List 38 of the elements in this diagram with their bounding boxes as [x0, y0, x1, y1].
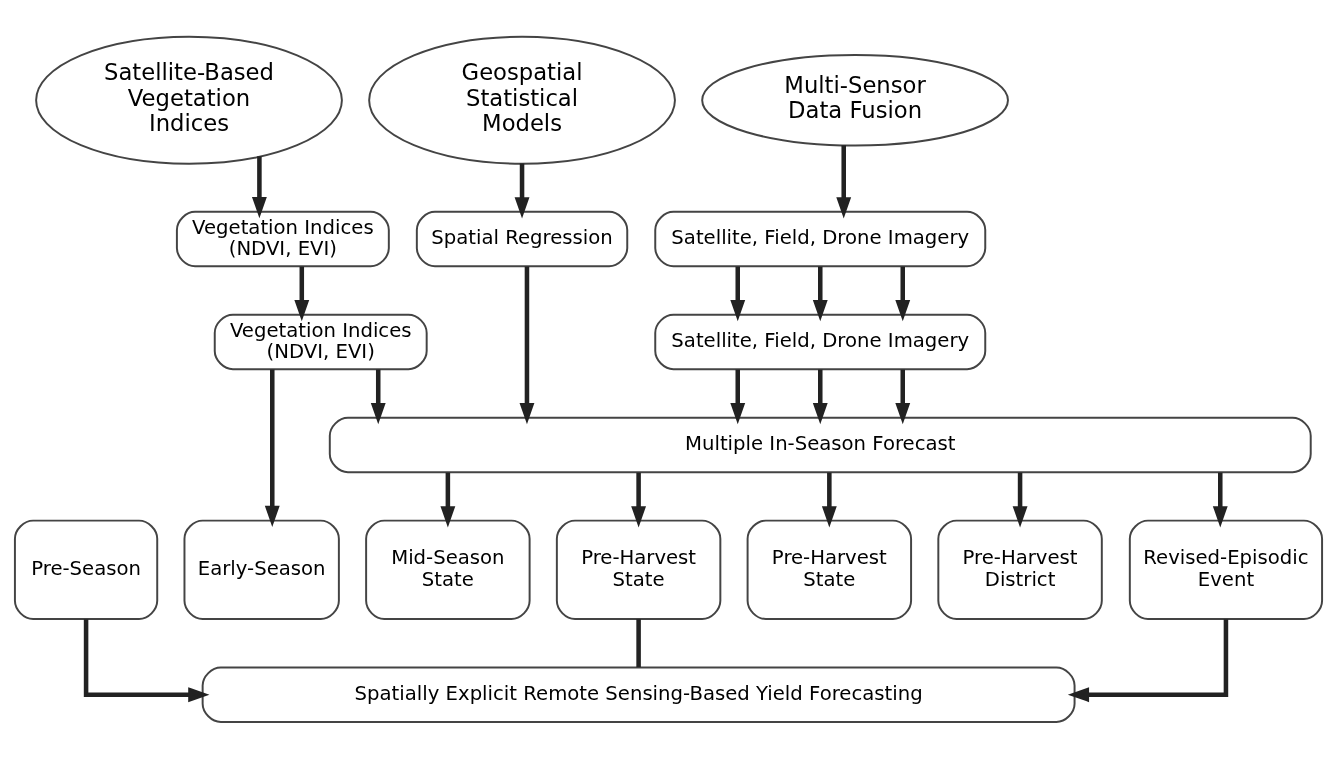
node-box: Vegetation Indices (NDVI, EVI)	[213, 313, 428, 370]
arrow	[1012, 472, 1028, 527]
arrow	[514, 163, 530, 218]
arrow	[370, 369, 386, 424]
arrow	[1067, 618, 1229, 702]
node-box: Pre-Harvest State	[555, 519, 722, 620]
arrow	[730, 266, 746, 321]
node-box: Spatially Explicit Remote Sensing-Based Yield Forecasting	[201, 665, 1076, 723]
node-box: Pre-Season	[13, 519, 159, 620]
node-ellipse: Satellite-Based Vegetation Indices	[35, 35, 343, 165]
arrow	[730, 369, 746, 424]
node-box: Satellite, Field, Drone Imagery	[654, 313, 987, 370]
arrow	[812, 369, 828, 424]
arrow	[1212, 472, 1228, 527]
arrow	[440, 472, 456, 527]
node-box: Pre-Harvest District	[937, 519, 1103, 620]
node-box: Satellite, Field, Drone Imagery	[654, 210, 987, 267]
node-ellipse: Multi-Sensor Data Fusion	[701, 53, 1009, 146]
node-box: Pre-Harvest State	[746, 519, 913, 620]
node-ellipse: Geospatial Statistical Models	[368, 35, 676, 165]
node-box: Revised-Episodic Event	[1128, 519, 1324, 620]
node-box: Multiple In-Season Forecast	[328, 416, 1312, 473]
arrow	[519, 265, 535, 424]
connector	[636, 618, 641, 667]
arrow	[895, 369, 911, 424]
node-box: Mid-Season State	[365, 519, 531, 620]
arrow	[812, 266, 828, 321]
arrow	[821, 472, 837, 527]
arrow	[631, 472, 647, 527]
arrow	[895, 266, 911, 321]
arrow	[294, 266, 310, 321]
arrow	[251, 155, 267, 218]
arrow	[264, 368, 280, 527]
arrow	[83, 618, 210, 702]
node-box: Spatial Regression	[415, 210, 629, 267]
node-box: Vegetation Indices (NDVI, EVI)	[175, 210, 390, 267]
node-box: Early-Season	[183, 519, 340, 620]
arrow	[836, 144, 852, 218]
